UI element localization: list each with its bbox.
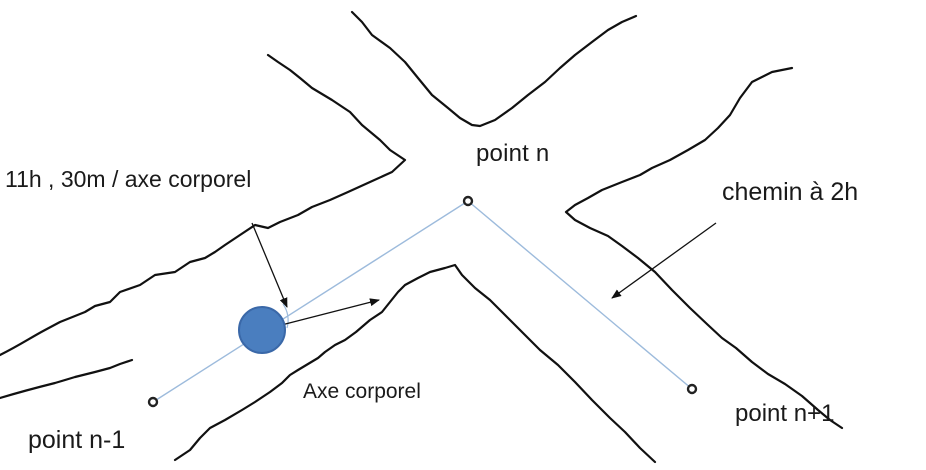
point-n-label: point n bbox=[476, 140, 550, 167]
orientation-pointer-arrow bbox=[251, 222, 288, 308]
path-segment-next bbox=[467, 200, 693, 390]
person-marker bbox=[238, 306, 286, 354]
wall-upper-right bbox=[350, 10, 638, 128]
wall-upper-left bbox=[0, 53, 407, 357]
point-n-minus-1-label: point n-1 bbox=[28, 426, 126, 454]
wall-lower bbox=[173, 263, 657, 464]
orientation-label: 11h , 30m / axe corporel bbox=[5, 166, 252, 192]
point-n-minus-1-marker bbox=[147, 396, 159, 408]
path-pointer-arrow bbox=[611, 222, 717, 299]
point-n-marker bbox=[462, 195, 474, 207]
wall-right bbox=[564, 66, 844, 430]
path-label: chemin à 2h bbox=[722, 178, 859, 206]
wall-left-tip bbox=[0, 358, 134, 400]
point-n-plus-1-label: point n+1 bbox=[735, 400, 835, 427]
point-n-plus-1-marker bbox=[686, 383, 698, 395]
path-segment-prev bbox=[152, 200, 469, 403]
body-axis-label: Axe corporel bbox=[303, 380, 421, 403]
